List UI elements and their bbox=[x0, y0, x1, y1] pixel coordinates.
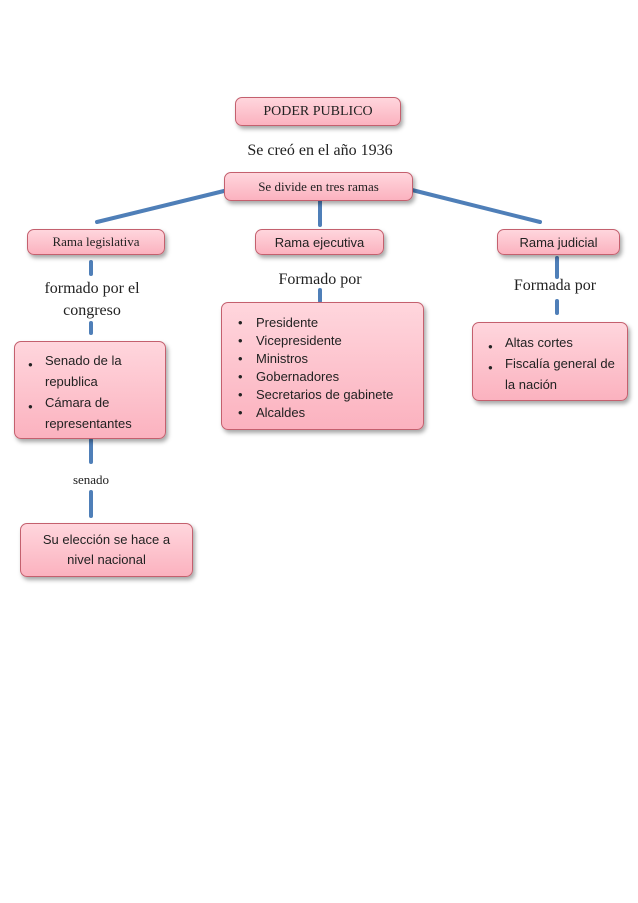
line-divide-to-judicial bbox=[410, 188, 542, 224]
judicial-items-list: Altas cortes Fiscalía general de la naci… bbox=[479, 332, 621, 395]
ejecutiva-items-list: Presidente Vicepresidente Ministros Gobe… bbox=[230, 314, 417, 422]
ejecutiva-connector-text: Formado por bbox=[278, 271, 362, 288]
branch-legislativa: Rama legislativa bbox=[27, 229, 165, 255]
list-item: Vicepresidente bbox=[230, 332, 417, 350]
line-divide-to-legislativa bbox=[95, 188, 230, 224]
senado-connector-text: senado bbox=[72, 472, 110, 487]
judicial-connector-text: Formada por bbox=[513, 277, 597, 294]
judicial-items-box: Altas cortes Fiscalía general de la naci… bbox=[472, 322, 628, 401]
list-item: Senado de la republica bbox=[19, 350, 157, 392]
list-item: Fiscalía general de la nación bbox=[479, 353, 621, 395]
legislativa-connector-text: formado por el congreso bbox=[44, 280, 140, 319]
list-item: Gobernadores bbox=[230, 368, 417, 386]
branch-legislativa-label: Rama legislativa bbox=[52, 234, 140, 249]
list-item: Alcaldes bbox=[230, 404, 417, 422]
root-title: PODER PUBLICO bbox=[263, 103, 373, 119]
branch-ejecutiva-label: Rama ejecutiva bbox=[274, 234, 365, 250]
senado-election-text: Su elección se hace a nivel nacional bbox=[42, 532, 171, 567]
ejecutiva-items-box: Presidente Vicepresidente Ministros Gobe… bbox=[221, 302, 424, 430]
legislativa-items-list: Senado de la republica Cámara de represe… bbox=[19, 350, 157, 434]
divide-label: Se divide en tres ramas bbox=[258, 178, 379, 194]
divide-node: Se divide en tres ramas bbox=[224, 172, 413, 201]
list-item: Cámara de representantes bbox=[19, 392, 157, 434]
legislativa-items-box: Senado de la republica Cámara de represe… bbox=[14, 341, 166, 439]
branch-judicial: Rama judicial bbox=[497, 229, 620, 255]
list-item: Secretarios de gabinete bbox=[230, 386, 417, 404]
root-node: PODER PUBLICO bbox=[235, 97, 401, 126]
list-item: Presidente bbox=[230, 314, 417, 332]
branch-ejecutiva: Rama ejecutiva bbox=[255, 229, 384, 255]
senado-election-box: Su elección se hace a nivel nacional bbox=[20, 523, 193, 577]
list-item: Ministros bbox=[230, 350, 417, 368]
root-note: Se creó en el año 1936 bbox=[247, 142, 393, 159]
list-item: Altas cortes bbox=[479, 332, 621, 357]
branch-judicial-label: Rama judicial bbox=[519, 234, 598, 250]
